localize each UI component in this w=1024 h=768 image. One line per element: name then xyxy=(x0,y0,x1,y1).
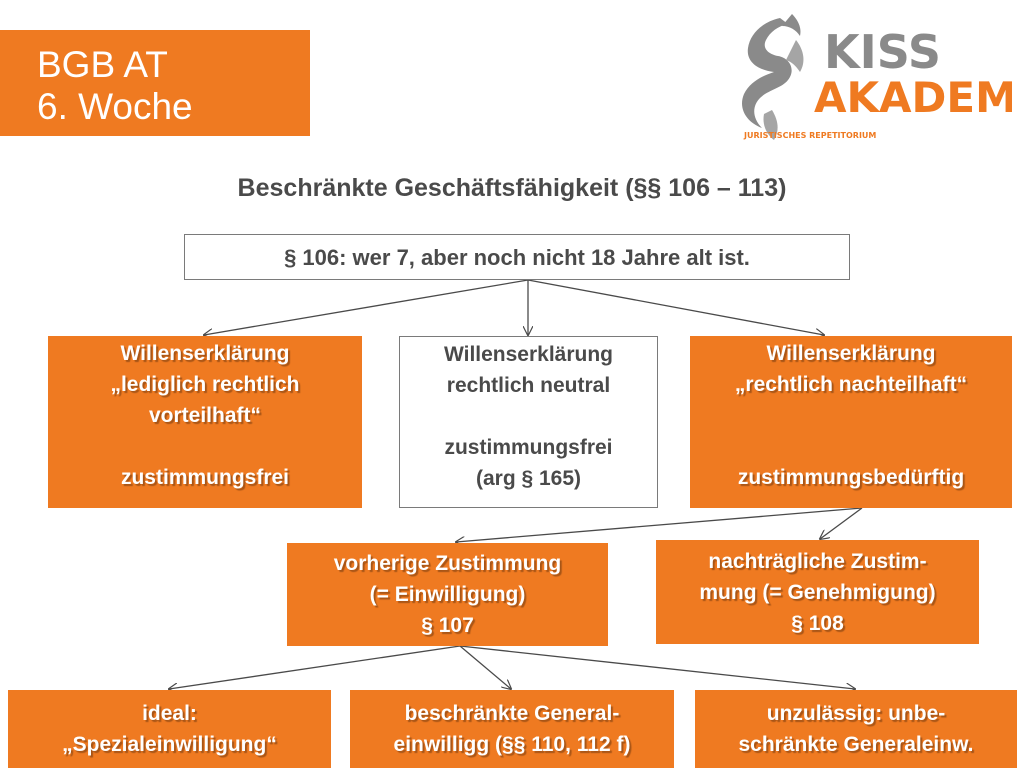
arrow-to-advantageous xyxy=(204,279,529,335)
arrow-to-prior xyxy=(456,507,863,542)
phoenix-swirl-icon xyxy=(742,14,804,140)
advantageous-box: Willenserklärung „lediglich rechtlich vo… xyxy=(48,336,362,508)
slide-title: Beschränkte Geschäftsfähigkeit (§§ 106 –… xyxy=(237,174,787,202)
neutral-reference: (arg § 165) xyxy=(475,467,582,490)
neutral-result: zustimmungsfrei xyxy=(444,436,613,459)
limited-line-2: einwilligg (§§ 110, 112 f) xyxy=(393,733,631,756)
rule-box: § 106: wer 7, aber noch nicht 18 Jahre a… xyxy=(184,234,850,280)
invalid-general-consent-box: unzulässig: unbe- schränkte Generaleinw. xyxy=(695,690,1017,768)
kiss-akademie-logo: KISS AKADEMIE JURISTISCHES REPETITORIUM xyxy=(742,14,1012,140)
prior-consent-box: vorherige Zustimmung (= Einwilligung) § … xyxy=(287,543,608,646)
subsequent-reference: § 108 xyxy=(791,611,844,635)
rule-text: § 106: wer 7, aber noch nicht 18 Jahre a… xyxy=(284,244,750,270)
logo-name: KISS xyxy=(824,25,941,79)
ideal-line-1: ideal: xyxy=(142,702,197,725)
prior-reference: § 107 xyxy=(421,614,474,637)
disadvantageous-line-2: „rechtlich nachteilhaft“ xyxy=(734,373,968,396)
subsequent-line-2: mung (= Genehmigung) xyxy=(699,580,936,604)
subsequent-line-1: nachträgliche Zustim- xyxy=(708,549,927,573)
arrow-to-limited xyxy=(459,645,511,689)
disadvantageous-line-1: Willenserklärung xyxy=(766,342,936,365)
logo-name-2: AKADEMIE xyxy=(814,73,1012,122)
invalid-line-2: schränkte Generaleinw. xyxy=(738,733,974,756)
week-badge: BGB AT 6. Woche xyxy=(0,30,310,136)
prior-line-1: vorherige Zustimmung xyxy=(333,552,562,575)
ideal-box: ideal: „Spezialeinwilligung“ xyxy=(8,690,331,768)
course-title: BGB AT xyxy=(37,44,168,85)
arrow-to-invalid xyxy=(459,645,855,689)
disadvantageous-box: Willenserklärung „rechtlich nachteilhaft… xyxy=(690,336,1012,508)
advantageous-line-1: Willenserklärung xyxy=(120,342,290,365)
invalid-line-1: unzulässig: unbe- xyxy=(766,702,946,725)
neutral-box: Willenserklärung rechtlich neutral zusti… xyxy=(399,336,658,508)
neutral-line-1: Willenserklärung xyxy=(443,343,614,366)
advantageous-line-3: vorteilhaft“ xyxy=(148,404,261,427)
subsequent-consent-box: nachträgliche Zustim- mung (= Genehmigun… xyxy=(656,540,979,644)
neutral-line-2: rechtlich neutral xyxy=(446,374,611,397)
advantageous-result: zustimmungsfrei xyxy=(120,466,290,489)
arrow-to-disadvantageous xyxy=(527,279,824,335)
arrow-to-subsequent xyxy=(820,507,863,539)
logo-tagline: JURISTISCHES REPETITORIUM xyxy=(743,131,876,140)
limited-general-consent-box: beschränkte General- einwilligg (§§ 110,… xyxy=(350,690,674,768)
arrow-to-ideal xyxy=(169,645,461,689)
limited-line-1: beschränkte General- xyxy=(404,702,620,725)
week-label: 6. Woche xyxy=(37,86,193,127)
ideal-line-2: „Spezialeinwilligung“ xyxy=(62,733,277,756)
disadvantageous-result: zustimmungsbedürftig xyxy=(737,466,965,489)
prior-line-2: (= Einwilligung) xyxy=(369,583,526,606)
advantageous-line-2: „lediglich rechtlich xyxy=(110,373,300,396)
